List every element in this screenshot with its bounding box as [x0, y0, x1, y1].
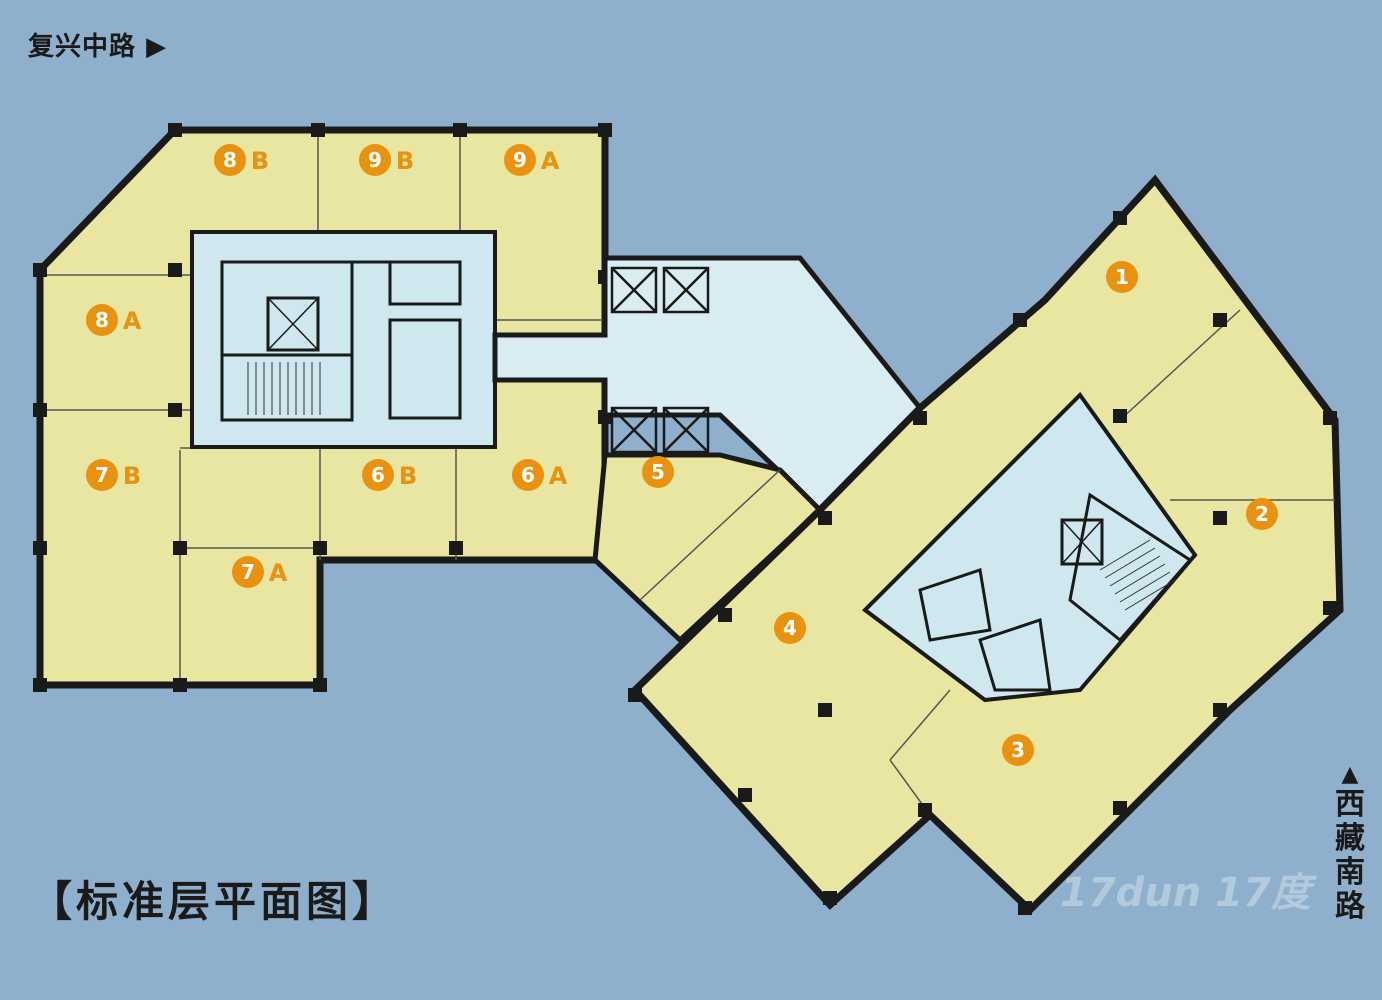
unit-suffix: A: [123, 307, 142, 335]
link-elevators: [610, 266, 710, 454]
unit-number: 6: [521, 463, 535, 487]
unit-number: 5: [651, 460, 665, 484]
unit-number: 6: [371, 463, 385, 487]
unit-number: 3: [1011, 738, 1025, 762]
unit-badge-circle: [232, 556, 264, 588]
unit-number: 9: [368, 148, 382, 172]
unit-badge-circle: [642, 456, 674, 488]
unit-suffix: B: [123, 462, 141, 490]
unit-number: 9: [513, 148, 527, 172]
road-name-xizang-nanlu: 西藏南路: [1335, 787, 1365, 924]
unit-badge: 2: [1246, 498, 1278, 530]
unit-number: 8: [95, 308, 109, 332]
unit-number: 7: [95, 463, 109, 487]
road-name-fuxing-zhonglu: 复兴中路: [28, 32, 137, 62]
unit-badge: 5: [642, 456, 674, 488]
unit-number: 4: [783, 616, 797, 640]
unit-number: 7: [241, 560, 255, 584]
unit-badge-circle: [1246, 498, 1278, 530]
unit-number: 1: [1115, 265, 1129, 289]
unit-number: 2: [1255, 502, 1269, 526]
unit-badge-circle: [512, 459, 544, 491]
unit-badge-circle: [362, 459, 394, 491]
right-building: [628, 174, 1344, 915]
unit-badge-circle: [86, 304, 118, 336]
unit-suffix: A: [549, 462, 568, 490]
direction-arrow-right-icon: ▶: [146, 32, 168, 62]
unit-suffix: A: [541, 147, 560, 175]
plan-title: 【标准层平面图】: [30, 877, 399, 926]
direction-arrow-up-icon: ▲: [1341, 762, 1359, 787]
link-corridor: [492, 255, 924, 514]
right-columns: [628, 211, 1337, 915]
road-label-right: ▲ 西藏南路: [1330, 762, 1370, 924]
unit-badge-circle: [359, 144, 391, 176]
unit-badge-circle: [214, 144, 246, 176]
left-elevator-icon: [267, 297, 319, 351]
unit-suffix: B: [251, 147, 269, 175]
unit-badge-circle: [1106, 261, 1138, 293]
link-corridor-floor: [492, 255, 924, 514]
unit-badge-circle: [1002, 734, 1034, 766]
right-stair: [1099, 539, 1176, 611]
right-core-walls: [918, 492, 1193, 692]
left-building: [33, 123, 612, 692]
unit-suffix: B: [399, 462, 417, 490]
unit-suffix: A: [269, 559, 288, 587]
unit-number: 8: [223, 148, 237, 172]
left-core-walls: [220, 260, 462, 422]
unit-badge-circle: [86, 459, 118, 491]
unit-badge-circle: [504, 144, 536, 176]
watermark-logo: 17dun 17度: [1060, 870, 1311, 916]
unit-badge: 1: [1106, 261, 1138, 293]
right-partitions: [889, 309, 1335, 816]
road-label-top: 复兴中路 ▶: [28, 26, 167, 63]
left-core: [190, 230, 497, 449]
unit-badge: 3: [1002, 734, 1034, 766]
unit-badge-circle: [774, 612, 806, 644]
right-core: [861, 391, 1198, 703]
left-stair: [247, 362, 321, 415]
unit-badge: 4: [774, 612, 806, 644]
unit-5-partitions: [639, 469, 781, 601]
unit-suffix: B: [396, 147, 414, 175]
right-elevator-icon: [1061, 519, 1103, 565]
